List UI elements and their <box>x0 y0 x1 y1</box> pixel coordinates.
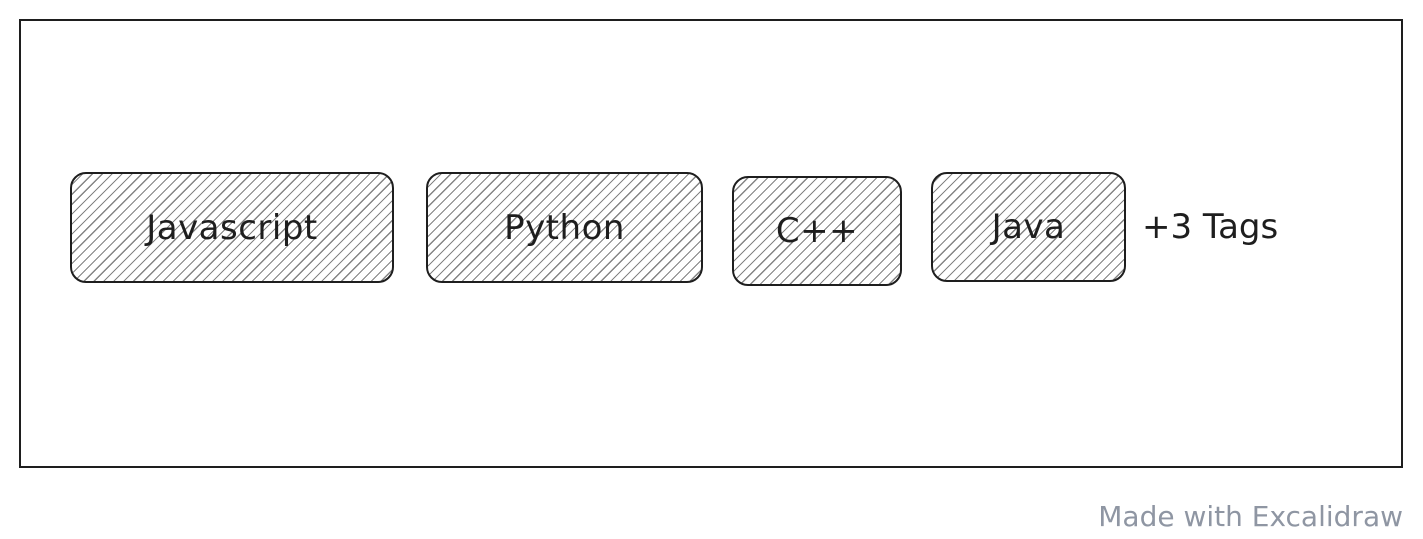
tag-label: Python <box>504 207 625 248</box>
tag-label: Java <box>991 207 1066 247</box>
more-tags-label[interactable]: +3 Tags <box>1142 207 1279 247</box>
tag-label: C++ <box>775 211 859 251</box>
tag-chip-cpp[interactable]: C++ <box>732 176 902 286</box>
excalidraw-watermark: Made with Excalidraw <box>1098 500 1403 533</box>
tag-chip-javascript[interactable]: Javascript <box>70 172 394 283</box>
tag-chip-java[interactable]: Java <box>931 172 1126 282</box>
tag-label: Javascript <box>146 207 318 248</box>
tag-chip-python[interactable]: Python <box>426 172 703 283</box>
tag-container-frame <box>19 19 1403 468</box>
